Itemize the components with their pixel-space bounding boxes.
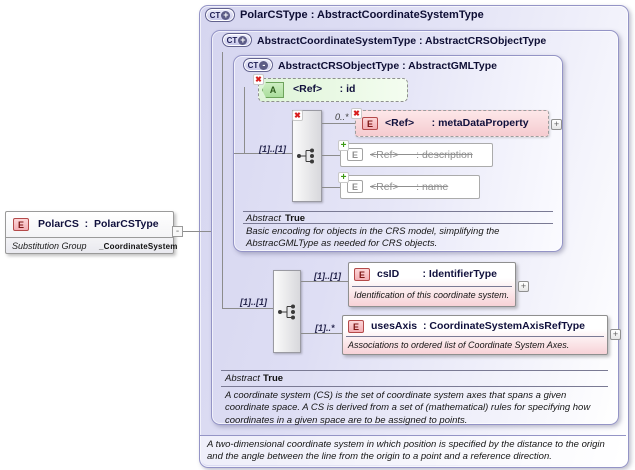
divider bbox=[221, 370, 608, 371]
connector-line bbox=[234, 153, 292, 154]
complex-type-badge-abstractcoordinatesystemtype[interactable]: CT + bbox=[222, 33, 252, 47]
csid-documentation: Identification of this coordinate system… bbox=[354, 290, 510, 300]
abstractcrsobjecttype-title: AbstractCRSObjectType : AbstractGMLType bbox=[278, 60, 497, 72]
cardinality-label: [1]..[1] bbox=[314, 271, 341, 281]
connector-line bbox=[322, 155, 340, 156]
complex-type-badge-polarcstype[interactable]: CT + bbox=[205, 8, 235, 22]
substitution-group-value: _CoordinateSystem bbox=[99, 242, 178, 251]
cardinality-label: [1]..* bbox=[315, 323, 335, 333]
name-label: <Ref> : name bbox=[370, 181, 449, 193]
abstract-value: True bbox=[263, 373, 284, 384]
substitution-group-label: Substitution Group bbox=[12, 241, 87, 251]
element-tag-icon: E bbox=[347, 148, 363, 161]
element-tag-icon: E bbox=[347, 180, 363, 193]
connector-line bbox=[222, 52, 223, 308]
remove-icon[interactable]: ✖ bbox=[292, 110, 303, 121]
sequence-icon bbox=[278, 304, 295, 320]
abstract-label: Abstract bbox=[246, 213, 281, 224]
polarcstype-documentation: A two-dimensional coordinate system in w… bbox=[207, 439, 605, 463]
expand-button[interactable]: + bbox=[518, 281, 529, 292]
divider bbox=[221, 386, 608, 387]
divider bbox=[346, 336, 604, 337]
divider bbox=[352, 286, 512, 287]
divider bbox=[243, 223, 553, 224]
collapse-toggle-icon[interactable]: + bbox=[221, 9, 231, 20]
description-element-box[interactable] bbox=[340, 143, 493, 167]
connector-line bbox=[222, 308, 273, 309]
name-element-box[interactable] bbox=[340, 175, 480, 199]
remove-icon[interactable]: ✖ bbox=[253, 74, 264, 85]
usesaxis-label: usesAxis : CoordinateSystemAxisRefType bbox=[371, 320, 585, 332]
element-tag-icon: E bbox=[13, 218, 29, 231]
add-icon[interactable]: + bbox=[338, 140, 349, 151]
documentation-strip bbox=[200, 436, 626, 465]
usesaxis-element-box[interactable] bbox=[342, 315, 608, 355]
element-tag-icon: E bbox=[348, 320, 364, 333]
collapse-connector-button[interactable]: - bbox=[172, 226, 183, 237]
ct-label: CT bbox=[247, 60, 259, 70]
abstractcrsobjecttype-documentation: Basic encoding for objects in the CRS mo… bbox=[246, 226, 500, 250]
divider bbox=[200, 435, 626, 436]
ct-label: CT bbox=[226, 35, 238, 45]
abstract-label: Abstract bbox=[225, 373, 260, 384]
sequence-compositor[interactable] bbox=[292, 110, 322, 202]
element-tag-icon: E bbox=[354, 268, 370, 281]
usesaxis-documentation: Associations to ordered list of Coordina… bbox=[348, 340, 570, 350]
divider bbox=[6, 237, 173, 238]
csid-element-box[interactable] bbox=[348, 262, 516, 307]
complex-type-badge-abstractcrsobjecttype[interactable]: CT - bbox=[243, 58, 273, 72]
abstractcoordinatesystemtype-documentation: A coordinate system (CS) is the set of c… bbox=[225, 390, 591, 426]
abstract-value: True bbox=[285, 213, 306, 224]
cardinality-label: 0..* bbox=[335, 112, 349, 122]
ct-label: CT bbox=[209, 10, 221, 20]
collapse-toggle-icon[interactable]: - bbox=[259, 60, 269, 70]
divider bbox=[243, 211, 553, 212]
remove-icon[interactable]: ✖ bbox=[351, 108, 362, 119]
connector-line bbox=[322, 187, 340, 188]
metadataproperty-label: <Ref> : metaDataProperty bbox=[385, 117, 529, 129]
expand-button[interactable]: + bbox=[551, 119, 562, 130]
csid-label: csID : IdentifierType bbox=[377, 268, 497, 280]
sequence-compositor[interactable] bbox=[273, 270, 301, 353]
abstractcoordinatesystemtype-title: AbstractCoordinateSystemType : AbstractC… bbox=[257, 35, 547, 47]
cardinality-label: [1]..[1] bbox=[259, 144, 286, 154]
connector-line bbox=[244, 87, 245, 153]
connector-line bbox=[301, 333, 342, 334]
expand-button[interactable]: + bbox=[610, 329, 621, 340]
connector-line bbox=[183, 231, 211, 232]
collapse-toggle-icon[interactable]: + bbox=[238, 34, 248, 45]
polarcs-element-box[interactable]: E PolarCS : PolarCSType Substitution Gro… bbox=[5, 211, 177, 254]
description-label: <Ref> : description bbox=[370, 149, 473, 161]
cardinality-label: [1]..[1] bbox=[240, 297, 267, 307]
sequence-icon bbox=[297, 148, 314, 164]
connector-line bbox=[301, 281, 348, 282]
element-tag-icon: E bbox=[362, 117, 378, 130]
attribute-tag-icon: A bbox=[262, 82, 284, 98]
metadataproperty-element-box[interactable] bbox=[355, 110, 549, 137]
polarcs-title: PolarCS : PolarCSType bbox=[38, 218, 159, 230]
connector-line bbox=[322, 123, 355, 124]
attribute-id-label: <Ref> : id bbox=[293, 83, 356, 95]
add-icon[interactable]: + bbox=[338, 172, 349, 183]
polarcstype-title: PolarCSType : AbstractCoordinateSystemTy… bbox=[240, 9, 484, 21]
